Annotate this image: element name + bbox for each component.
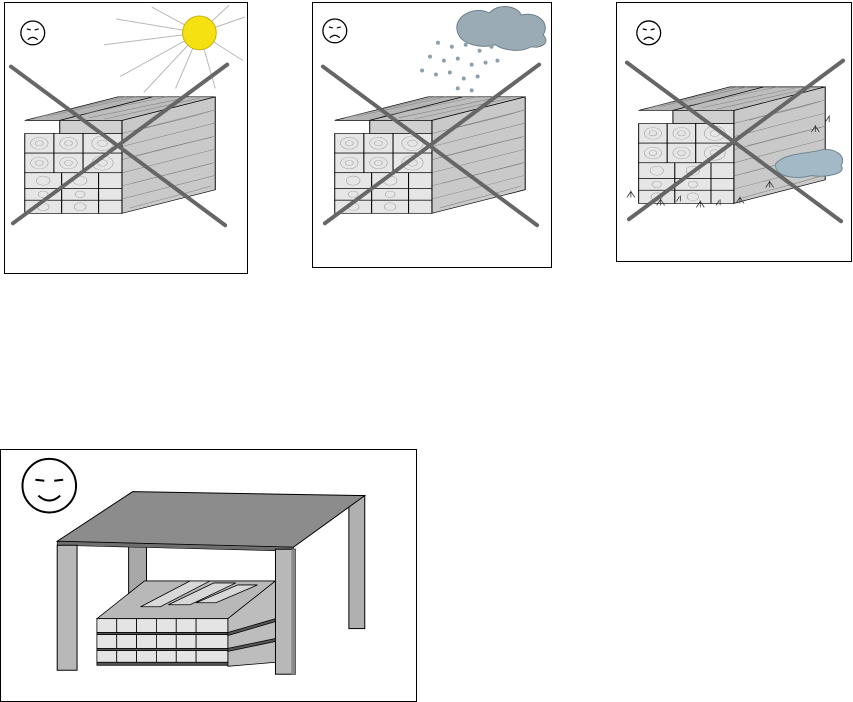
- panel-rain: [312, 2, 552, 268]
- sad-face-icon: [323, 19, 347, 43]
- sad-face-icon: [21, 21, 45, 45]
- sun-scene: [5, 3, 247, 273]
- panel-covered: [0, 449, 417, 702]
- happy-face-icon: [22, 459, 76, 513]
- panel-sun: [4, 2, 248, 274]
- sad-face-icon: [637, 21, 661, 45]
- sun-icon: [104, 5, 245, 92]
- covered-scene: [1, 450, 416, 701]
- rain-scene: [313, 3, 551, 267]
- lumber-stack-covered: [97, 581, 276, 666]
- shelter-icon: [57, 492, 365, 675]
- ground-scene: [617, 3, 851, 261]
- panel-ground-moisture: [616, 2, 852, 262]
- rain-cloud-icon: [420, 7, 546, 93]
